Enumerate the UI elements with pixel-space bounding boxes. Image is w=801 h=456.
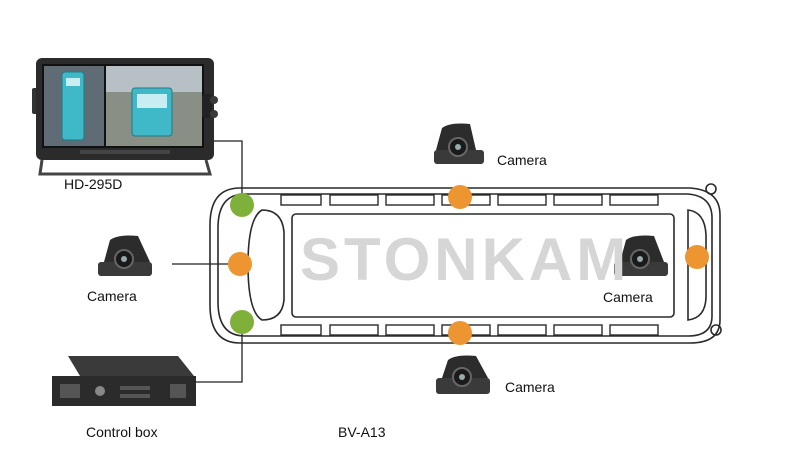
bus-model-label: BV-A13 [338, 424, 386, 440]
bus-outline [209, 183, 722, 344]
camera-top-label: Camera [497, 152, 547, 168]
camera-right-device [614, 235, 668, 276]
camera-marker-top [448, 185, 472, 209]
port-icon [95, 386, 105, 396]
bottom-windows [280, 324, 659, 336]
monitor-device [32, 58, 218, 176]
monitor-label: HD-295D [64, 176, 123, 192]
control-box-device [52, 356, 196, 406]
camera-marker-rear [685, 245, 709, 269]
monitor-marker-bottom [230, 310, 254, 334]
monitor-knob-icon [210, 96, 218, 104]
camera-left-device [98, 235, 152, 276]
camera-bottom-label: Camera [505, 379, 555, 395]
camera-marker-bottom [448, 321, 472, 345]
monitor-marker-top [230, 193, 254, 217]
camera-left-label: Camera [87, 288, 137, 304]
camera-bottom-device [436, 355, 490, 394]
camera-marker-front [228, 252, 252, 276]
watermark: STONKAM [300, 226, 631, 293]
camera-top-device [434, 123, 484, 164]
camera-right-label: Camera [603, 289, 653, 305]
control-box-label: Control box [86, 424, 158, 440]
